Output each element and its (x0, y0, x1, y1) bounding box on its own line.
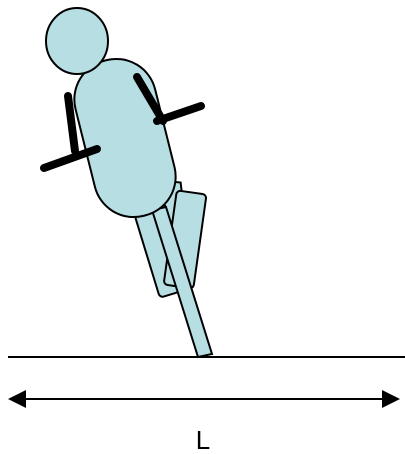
length-label: L (196, 425, 210, 454)
rider-torso (66, 50, 184, 225)
dimension-arrow (8, 390, 400, 408)
arrowhead-left (8, 390, 26, 408)
arrowhead-right (382, 390, 400, 408)
rider-head (46, 8, 108, 74)
